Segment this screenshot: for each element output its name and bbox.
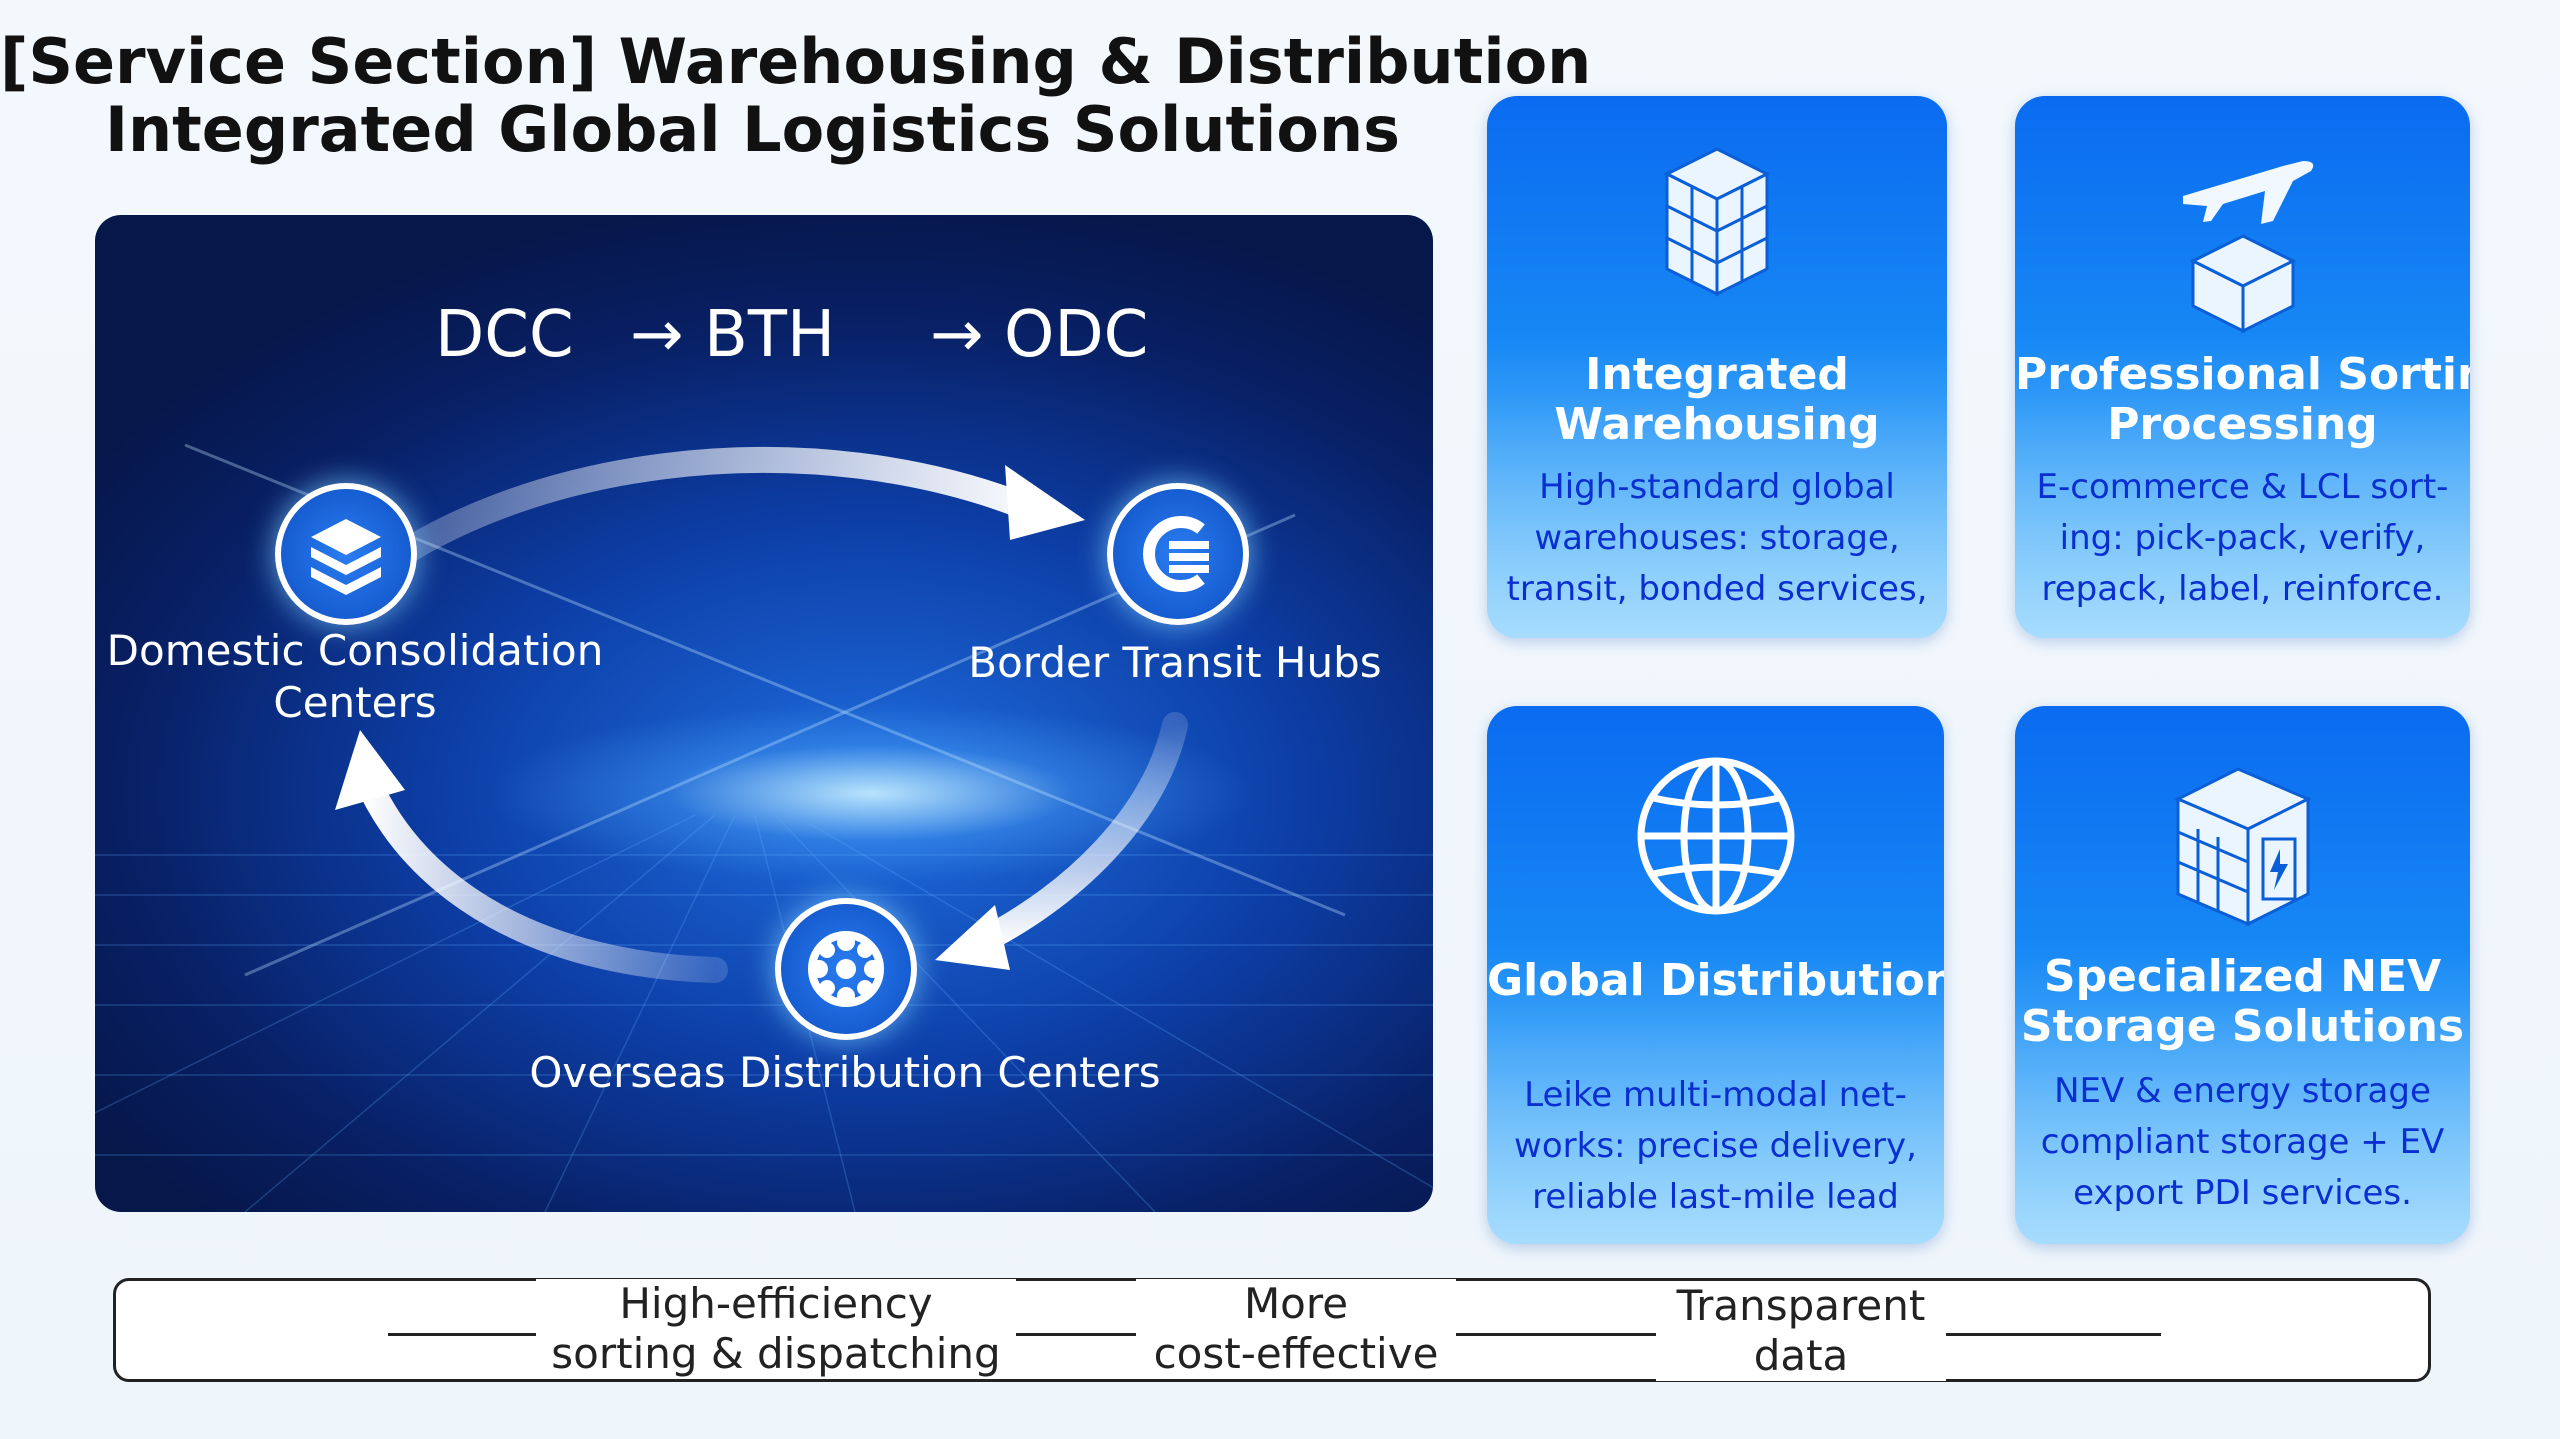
border-transit-node	[1107, 483, 1249, 625]
card-global-distribution: Global Distribution Leike multi-modal ne…	[1487, 706, 1944, 1244]
acronym-bth: → BTH	[630, 298, 836, 372]
card-title: Specialized NEV Storage Solutions	[2020, 951, 2465, 1052]
card-professional-sorting: Professional Sorting & Processing E-comm…	[2015, 96, 2470, 638]
bar-divider-line	[1931, 1333, 2161, 1336]
warehouse-boxes-icon	[1663, 147, 1771, 297]
benefit-transparency: Transparent data	[1656, 1281, 1946, 1381]
globe-icon	[1637, 757, 1794, 915]
transit-hub-icon	[1143, 516, 1209, 592]
border-transit-label: Border Transit Hubs	[968, 638, 1382, 687]
acronym-odc: → ODC	[930, 298, 1149, 372]
acronym-dcc: DCC	[435, 298, 574, 372]
page-title: [Service Section] Warehousing & Distribu…	[0, 25, 1592, 166]
airplane-package-icon	[2182, 161, 2313, 334]
card-description: NEV & energy storage compliant storage +…	[2040, 1071, 2445, 1213]
card-title: Global Distribution	[1487, 955, 1944, 1006]
bar-divider-line	[1418, 1333, 1676, 1336]
card-title: Integrated Warehousing	[1554, 349, 1880, 450]
domestic-consolidation-label-line1: Domestic Consolidation	[106, 626, 604, 675]
logistics-flow-panel: DCC → BTH → ODC Domestic Consolidation C…	[95, 215, 1433, 1212]
overseas-distribution-node	[775, 898, 917, 1040]
domestic-consolidation-label-line2: Centers	[273, 678, 437, 727]
benefits-bar: High-efficiency sorting & dispatching Mo…	[113, 1278, 2431, 1382]
card-title: Professional Sorting & Processing	[2015, 349, 2470, 450]
card-description: Leike multi-modal net- works: precise de…	[1514, 1075, 1917, 1217]
domestic-consolidation-node	[275, 483, 417, 625]
overseas-distribution-label: Overseas Distribution Centers	[529, 1048, 1161, 1097]
card-nev-storage: Specialized NEV Storage Solutions NEV & …	[2015, 706, 2470, 1244]
benefit-cost: More cost-effective	[1136, 1279, 1456, 1379]
layers-stack-icon	[311, 519, 381, 595]
title-line-2: Integrated Global Logistics Solutions	[104, 93, 1401, 166]
distribution-wheel-icon	[808, 931, 884, 1007]
card-integrated-warehousing: Integrated Warehousing High-standard glo…	[1487, 96, 1947, 638]
card-description: High-standard global warehouses: storage…	[1506, 467, 1928, 609]
benefit-efficiency: High-efficiency sorting & dispatching	[536, 1279, 1016, 1379]
domestic-consolidation-label: Domestic Consolidation Centers	[95, 625, 615, 729]
title-line-1: [Service Section] Warehousing & Distribu…	[0, 25, 1592, 98]
card-description: E-commerce & LCL sort- ing: pick-pack, v…	[2036, 467, 2449, 609]
battery-storage-icon	[2173, 767, 2312, 927]
